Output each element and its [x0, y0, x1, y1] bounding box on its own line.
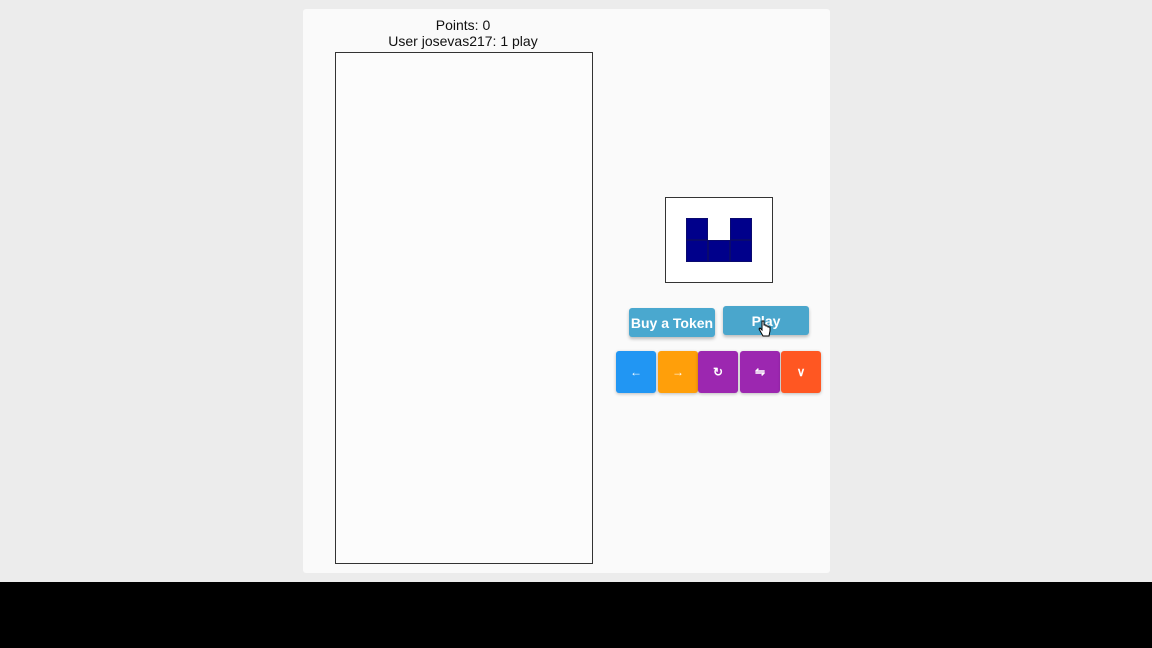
move-right-button[interactable]: →	[658, 351, 698, 393]
user-plays-label: User josevas217: 1 play	[388, 33, 538, 49]
arrow-right-icon: →	[672, 365, 684, 379]
drop-button[interactable]: ∨	[781, 351, 821, 393]
chevron-down-icon: ∨	[796, 365, 806, 379]
piece-block	[730, 218, 752, 240]
hand-cursor-icon	[758, 320, 771, 337]
piece-block	[686, 218, 708, 240]
next-piece-preview	[665, 197, 773, 283]
rotate-button[interactable]: ↻	[698, 351, 738, 393]
rotate-icon: ↻	[712, 365, 724, 379]
points-label: Points: 0	[435, 17, 491, 33]
bottom-black-bar	[0, 582, 1152, 648]
next-piece	[686, 218, 752, 262]
piece-block	[708, 240, 730, 262]
score-header: Points: 0 User josevas217: 1 play	[303, 17, 623, 49]
game-card: Points: 0 User josevas217: 1 play Buy a …	[303, 9, 830, 573]
flip-icon: ⇋	[754, 365, 766, 379]
piece-block	[730, 240, 752, 262]
arrow-left-icon: ←	[630, 365, 642, 379]
move-left-button[interactable]: ←	[616, 351, 656, 393]
game-board[interactable]	[335, 52, 593, 564]
buy-token-button[interactable]: Buy a Token	[629, 308, 715, 337]
browser-viewport: Points: 0 User josevas217: 1 play Buy a …	[303, 9, 830, 573]
flip-button[interactable]: ⇋	[740, 351, 780, 393]
piece-block	[686, 240, 708, 262]
piece-empty-cell	[708, 218, 730, 240]
